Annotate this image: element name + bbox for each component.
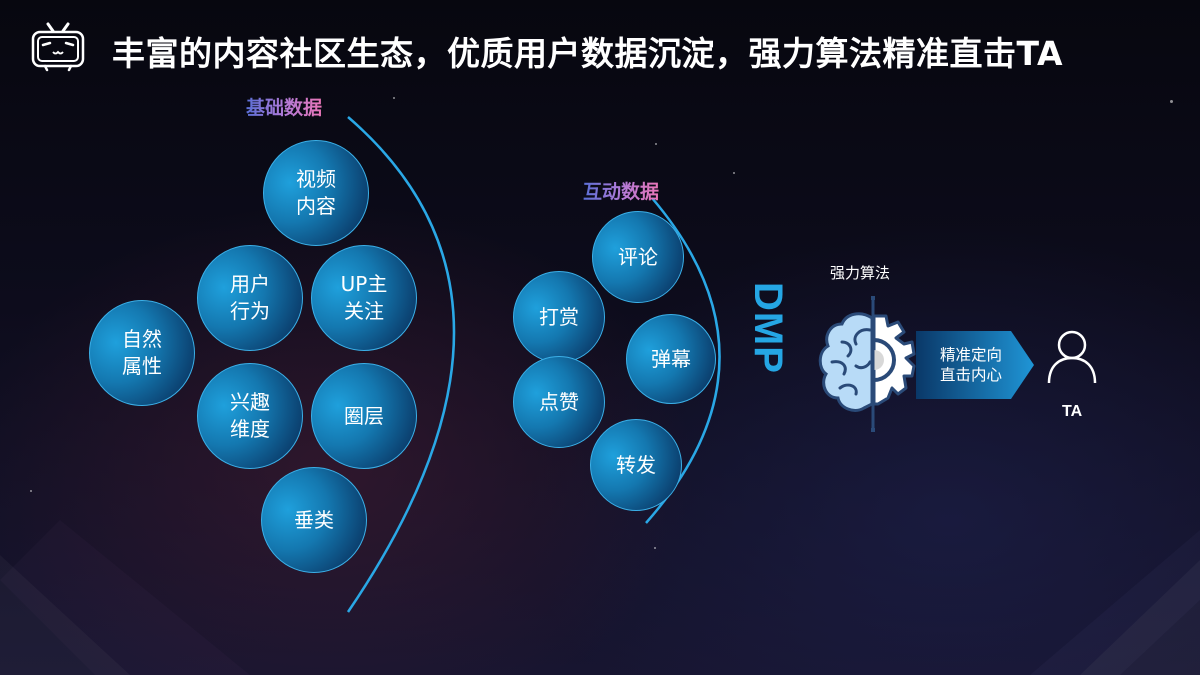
bubble-up-follow[interactable]: UP主关注 [311,245,417,351]
bubble-circle-layer[interactable]: 圈层 [311,363,417,469]
page-title: 丰富的内容社区生态，优质用户数据沉淀，强力算法精准直击TA [112,34,1063,73]
bubble-danmaku[interactable]: 弹幕 [626,314,716,404]
brain-gear-icon [818,296,916,432]
user-icon[interactable] [1045,328,1099,386]
arrow-text: 精准定向 直击内心 [940,346,1003,384]
interaction-data-label: 互动数据 [583,177,659,204]
star-decoration [733,172,735,174]
dmp-label: DMP [746,282,790,374]
bubble-comment[interactable]: 评论 [592,211,684,303]
bubble-share[interactable]: 转发 [590,419,682,511]
basic-data-arc [346,116,456,613]
target-audience-label: TA [1062,403,1083,420]
bubble-vertical-category[interactable]: 垂类 [261,467,367,573]
algorithm-label: 强力算法 [830,264,891,282]
bubble-natural-attributes[interactable]: 自然属性 [89,300,195,406]
star-decoration [284,110,286,112]
star-decoration [655,143,657,145]
arrow-banner [916,331,1034,399]
bubble-like[interactable]: 点赞 [513,356,605,448]
bubble-tip[interactable]: 打赏 [513,271,605,363]
star-decoration [1170,100,1173,103]
bubble-interest-dimension[interactable]: 兴趣维度 [197,363,303,469]
bubble-user-behavior[interactable]: 用户行为 [197,245,303,351]
bilibili-tv-icon [31,22,85,72]
star-decoration [654,547,656,549]
bubble-video-content[interactable]: 视频内容 [263,140,369,246]
star-decoration [30,490,32,492]
star-decoration [393,97,395,99]
basic-data-label: 基础数据 [246,93,322,120]
header: 丰富的内容社区生态，优质用户数据沉淀，强力算法精准直击TA [0,0,1200,100]
